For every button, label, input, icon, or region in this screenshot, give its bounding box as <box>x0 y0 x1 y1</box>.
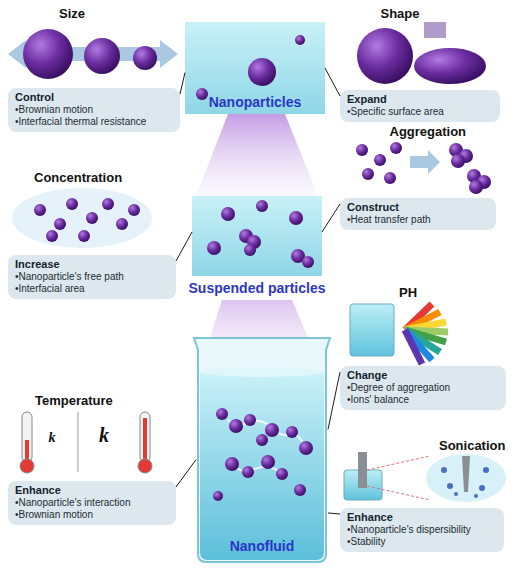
cavitation-bubbles <box>441 467 489 498</box>
zoom-line <box>367 486 430 500</box>
particle-group <box>34 198 140 242</box>
sonication-probe <box>358 452 367 488</box>
divider <box>78 412 79 472</box>
leader-line <box>176 232 192 261</box>
info-box: Change•Degree of aggregation•Ions' balan… <box>340 366 506 410</box>
leader-line <box>328 372 340 429</box>
particle-group <box>196 35 314 268</box>
bullet-item: •Interfacial area <box>15 283 169 295</box>
leader-line <box>325 68 340 96</box>
symbol-label: k <box>49 430 56 446</box>
particle <box>356 144 368 156</box>
info-box: Enhance•Nanoparticle's dispersibility•St… <box>340 508 504 552</box>
bullet-item: •Specific surface area <box>347 106 493 118</box>
category-title: Aggregation <box>390 124 467 139</box>
leader-line <box>180 73 185 94</box>
thermometer-level <box>143 418 147 464</box>
bullet-item: •Nanoparticle's dispersibility <box>347 524 497 536</box>
particle-panel: Nanoparticles <box>185 22 325 114</box>
info-box: Construct•Heat transfer path <box>340 198 496 230</box>
particle <box>424 22 446 38</box>
leader-line <box>176 460 196 487</box>
leader-line <box>328 513 340 514</box>
heat-path <box>228 420 304 474</box>
category-title: Shape <box>381 6 420 21</box>
box-heading: Change <box>347 369 499 382</box>
bullet-item: •Brownian motion <box>15 509 169 521</box>
particle <box>133 46 157 70</box>
leader-line <box>322 204 340 232</box>
category-title: Temperature <box>35 393 113 408</box>
thermometer-bulb <box>20 459 34 473</box>
zoom-view <box>426 454 506 502</box>
particle <box>414 48 486 84</box>
bullet-item: •Brownian motion <box>15 104 173 116</box>
info-box: Increase•Nanoparticle's free path•Interf… <box>8 255 176 299</box>
particle <box>374 154 386 166</box>
particle <box>84 38 120 74</box>
info-box: Enhance•Nanoparticle's interaction•Brown… <box>8 481 176 525</box>
stage-label: Suspended particles <box>172 280 342 296</box>
light-beam <box>196 114 318 196</box>
ph-scale <box>405 304 448 364</box>
bullet-item: •Ions' balance <box>347 394 499 406</box>
category-title: Sonication <box>439 438 505 453</box>
particle <box>362 168 374 180</box>
box-heading: Enhance <box>15 484 169 497</box>
stage-label: Nanofluid <box>168 538 356 554</box>
zoom-line <box>367 456 430 470</box>
probe-tip <box>462 456 470 492</box>
arrow-symbol <box>410 150 440 174</box>
bullet-item: •Heat transfer path <box>347 214 489 226</box>
box-heading: Increase <box>15 258 169 271</box>
box-heading: Construct <box>347 201 489 214</box>
category-title: PH <box>399 285 417 300</box>
info-box: Control•Brownian motion•Interfacial ther… <box>8 88 180 132</box>
beaker-outline <box>188 332 336 564</box>
bullet-item: •Nanoparticle's interaction <box>15 497 169 509</box>
particle <box>451 154 465 168</box>
ph-beaker <box>350 304 394 356</box>
nanofluid-beaker: Nanofluid <box>188 332 336 564</box>
concentration-field <box>12 188 152 248</box>
particle <box>384 172 396 184</box>
bullet-item: •Nanoparticle's free path <box>15 271 169 283</box>
bullet-item: •Degree of aggregation <box>347 382 499 394</box>
particle <box>390 142 402 154</box>
particle <box>469 180 483 194</box>
particle-panel: Suspended particles <box>192 196 322 276</box>
thermometer-bulb <box>138 459 152 473</box>
box-heading: Control <box>15 91 173 104</box>
stage-label: Nanoparticles <box>165 94 345 110</box>
info-box: Expand•Specific surface area <box>340 90 500 122</box>
box-heading: Enhance <box>347 511 497 524</box>
box-heading: Expand <box>347 93 493 106</box>
symbol-label: k <box>99 424 109 447</box>
particle-group <box>213 408 313 501</box>
bullet-item: •Stability <box>347 536 497 548</box>
particle <box>23 29 73 79</box>
bullet-item: •Interfacial thermal resistance <box>15 116 173 128</box>
category-title: Size <box>59 6 85 21</box>
category-title: Concentration <box>34 170 122 185</box>
particle <box>357 28 413 84</box>
